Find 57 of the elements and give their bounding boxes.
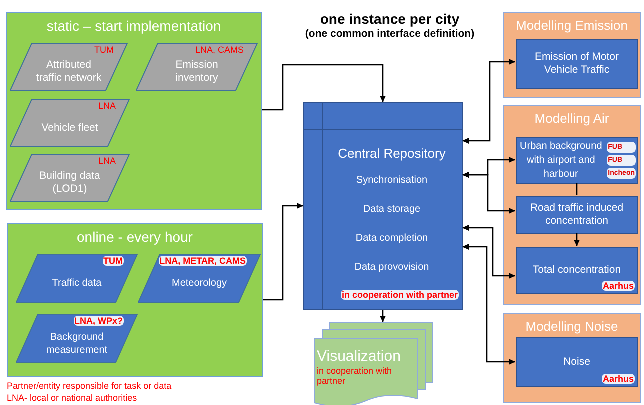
connector-arrow [380,310,386,322]
node-label: Attributed traffic network [36,59,102,85]
group-title: Modelling Emission [516,17,628,35]
footnote: LNA- local or national authorities [7,392,138,404]
node-label: Building data (LOD1) [38,170,102,196]
partner-note: LNA, CAMS [195,45,244,55]
group-title: online - every hour [77,228,193,247]
node-label: Noise [564,356,590,368]
footnote: Partner/entity responsible for task or data [7,380,172,392]
partner-note: in cooperation with partner [317,366,394,386]
node-label: Road traffic induced concentration [529,202,625,228]
node-label: Emission of Motor Vehicle Traffic [534,51,620,77]
node-label: Visualization [317,348,402,366]
diagram-title: one instance per city [320,11,460,28]
partner-note: TUM [102,256,124,266]
partner-note: Aarhus [602,281,635,291]
process-box [516,137,638,184]
partner-note: LNA [98,156,116,166]
node-label: Urban background with airport and harbour [519,140,604,182]
partner-note: LNA [98,101,116,111]
process-box [516,247,638,294]
node-label: Emission inventory [174,59,220,85]
partner-note: Aarhus [602,374,635,384]
group-panel [503,105,641,305]
connector-arrow [574,233,580,246]
group-title: Modelling Air [534,110,610,128]
connector-arrow [462,172,516,214]
connector-arrow [262,64,386,111]
node-label: Meteorology [172,277,228,290]
group-title: static – start implementation [46,17,222,36]
node-label: Traffic data [52,277,102,290]
connector-arrow [462,244,516,365]
group-panel [6,12,262,210]
process-box [516,337,638,387]
function-label: Data storage [363,203,421,217]
group-panel [503,313,641,403]
partner-note: LNA, WPx? [74,316,124,326]
connector-arrow [462,225,516,279]
node-label: Total concentration [532,264,622,277]
node-label: Vehicle fleet [42,122,98,134]
function-label: Data provovision [354,261,430,275]
subtitle: (one common interface definition) [305,28,475,41]
partner-note: in cooperation with partner [340,290,459,300]
node-label: Background measurement [45,330,109,356]
partner-note: TUM [94,45,114,55]
partner-note: LNA, METAR, CAMS [158,256,247,266]
repository-title: Central Repository [338,145,446,163]
repository-box [303,102,463,310]
connector-arrow [462,59,516,144]
function-label: Synchronisation [356,174,428,188]
group-panel [503,12,641,98]
process-box [516,196,638,234]
process-box [516,39,638,89]
connector-arrow [263,203,304,301]
function-label: Data completion [356,232,428,246]
group-panel [7,223,263,377]
group-title: Modelling Noise [526,318,618,336]
